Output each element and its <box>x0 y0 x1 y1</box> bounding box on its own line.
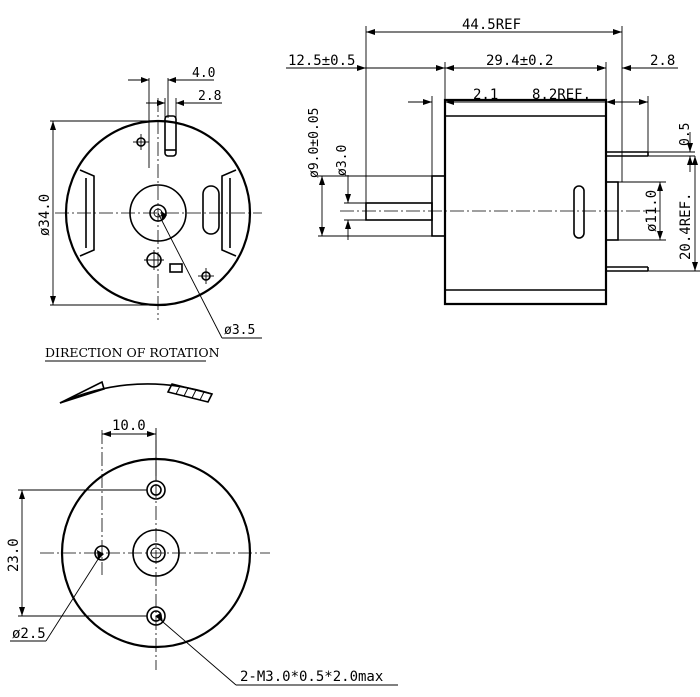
dim-hole-offset: 10.0 <box>112 418 146 434</box>
dim-top-offset: 4.0 <box>192 66 215 81</box>
dim-shaft-diameter: ø3.0 <box>335 145 350 176</box>
dim-hole-spacing: 23.0 <box>6 538 22 572</box>
front-boss <box>132 529 180 577</box>
rear-end-view: 4.0 2.8 ø34.0 ø3.5 <box>37 66 262 339</box>
terminal-bottom <box>169 263 183 273</box>
vent-slot <box>202 185 220 235</box>
dim-terminal-ref: 8.2REF. <box>532 87 591 103</box>
terminal-top <box>164 115 177 157</box>
rotation-arrow <box>59 380 105 404</box>
rear-boss-side <box>605 181 619 241</box>
thread-note: 2-M3.0*0.5*2.0max <box>240 669 383 685</box>
dim-vent-diameter: ø2.5 <box>12 626 46 642</box>
rotation-tail <box>166 383 214 403</box>
motor-body <box>443 98 608 306</box>
dim-terminal-length: 2.8 <box>650 53 675 69</box>
dim-boss-height: 2.1 <box>473 87 498 103</box>
front-view: 10.0 23.0 ø2.5 2-M3.0*0.5*2.0max <box>6 418 398 686</box>
dim-terminal-spacing: 20.4REF. <box>678 193 694 260</box>
front-boss <box>431 175 446 237</box>
dim-top-slot: 2.8 <box>198 89 221 104</box>
rotation-indicator: DIRECTION OF ROTATION <box>45 345 220 404</box>
dim-bore-diameter: ø3.5 <box>224 323 255 338</box>
rear-bore <box>149 204 167 222</box>
dim-body-diameter: ø34.0 <box>37 194 53 236</box>
rotation-title: DIRECTION OF ROTATION <box>45 345 220 360</box>
dim-rear-boss-diameter: ø11.0 <box>644 190 660 232</box>
body-slot <box>573 185 585 239</box>
shaft <box>365 202 433 221</box>
side-view: 44.5REF 12.5±0.5 29.4±0.2 2.8 2.1 8.2REF… <box>286 17 700 306</box>
rotation-arc <box>59 383 213 404</box>
dim-shaft-length: 12.5±0.5 <box>288 53 355 69</box>
dim-terminal-thickness: 0.5 <box>678 123 693 146</box>
dim-body-length: 29.4±0.2 <box>486 53 553 69</box>
dim-boss-diameter: ø9.0±0.05 <box>307 108 322 178</box>
rear-boss <box>129 184 187 242</box>
dim-overall-length: 44.5REF <box>462 17 521 33</box>
